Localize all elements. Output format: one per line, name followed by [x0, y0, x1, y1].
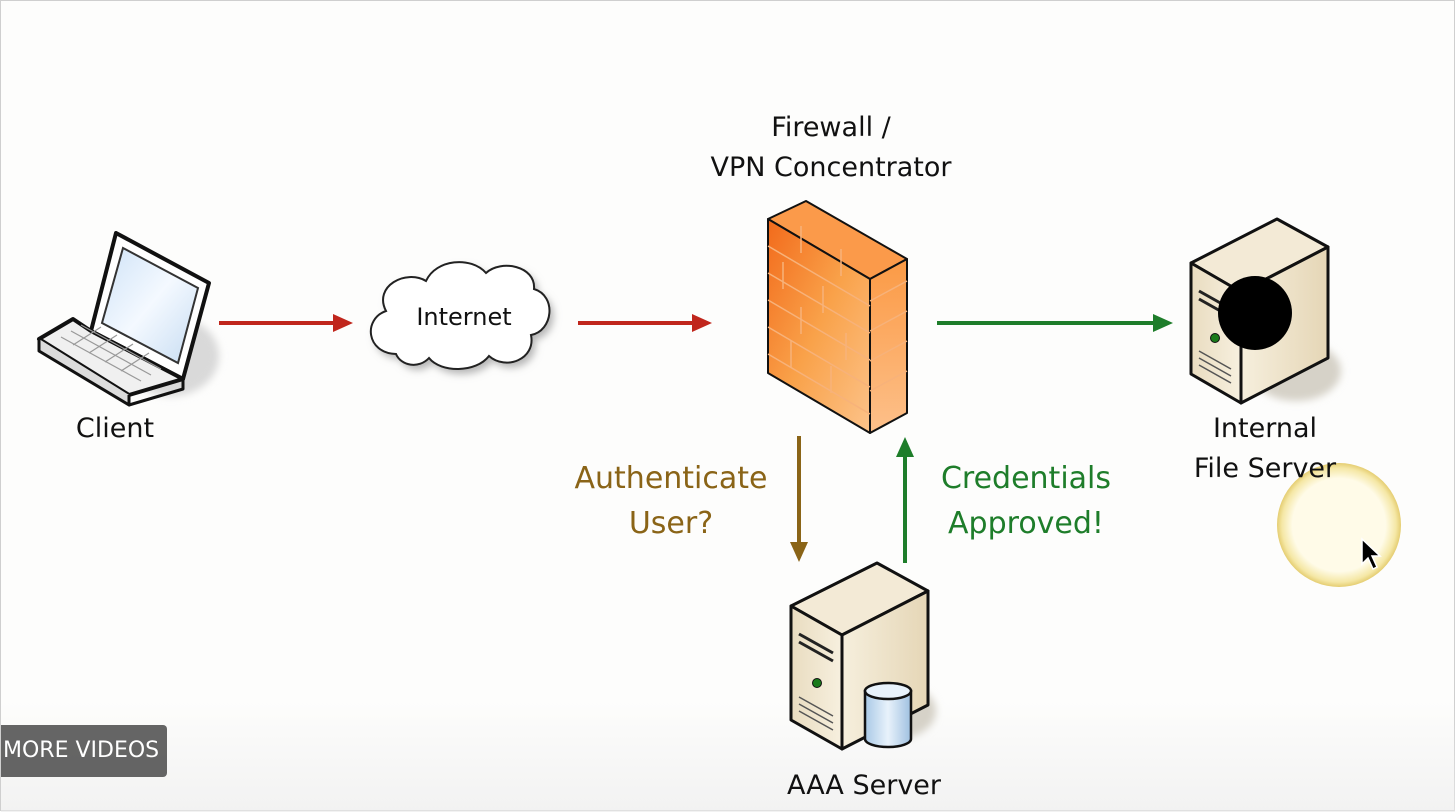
cursor-highlight	[1277, 463, 1401, 587]
database-icon	[863, 681, 913, 749]
credentials-annotation: Credentials Approved!	[916, 456, 1136, 546]
arrow-aaa-firewall	[896, 437, 914, 563]
credentials-line2: Approved!	[948, 506, 1104, 541]
firewall-label: Firewall / VPN Concentrator	[681, 108, 981, 188]
firewall-icon	[767, 200, 908, 434]
aaa-server-label: AAA Server	[786, 770, 942, 801]
internet-label: Internet	[416, 303, 512, 331]
arrow-client-internet	[219, 314, 353, 332]
client-label: Client	[75, 413, 155, 444]
authenticate-annotation: Authenticate User?	[561, 456, 781, 546]
file-server-label: Internal File Server	[1165, 409, 1365, 489]
authenticate-line1: Authenticate	[574, 461, 768, 496]
server-icon	[1189, 217, 1341, 405]
arrow-firewall-aaa	[790, 436, 808, 562]
firewall-label-line1: Firewall /	[771, 112, 891, 143]
arrow-internet-firewall	[578, 314, 712, 332]
more-videos-button[interactable]: MORE VIDEOS	[1, 725, 167, 777]
arrow-firewall-fileserver	[937, 314, 1173, 332]
file-server-label-line1: Internal	[1212, 413, 1318, 444]
firewall-label-line2: VPN Concentrator	[710, 152, 952, 183]
server-icon	[789, 561, 936, 751]
credentials-line1: Credentials	[940, 461, 1112, 496]
file-server-label-line2: File Server	[1193, 453, 1337, 484]
cursor-icon	[1361, 537, 1382, 571]
cloud-icon	[369, 261, 554, 375]
laptop-icon	[37, 231, 219, 407]
authenticate-line2: User?	[628, 506, 714, 541]
